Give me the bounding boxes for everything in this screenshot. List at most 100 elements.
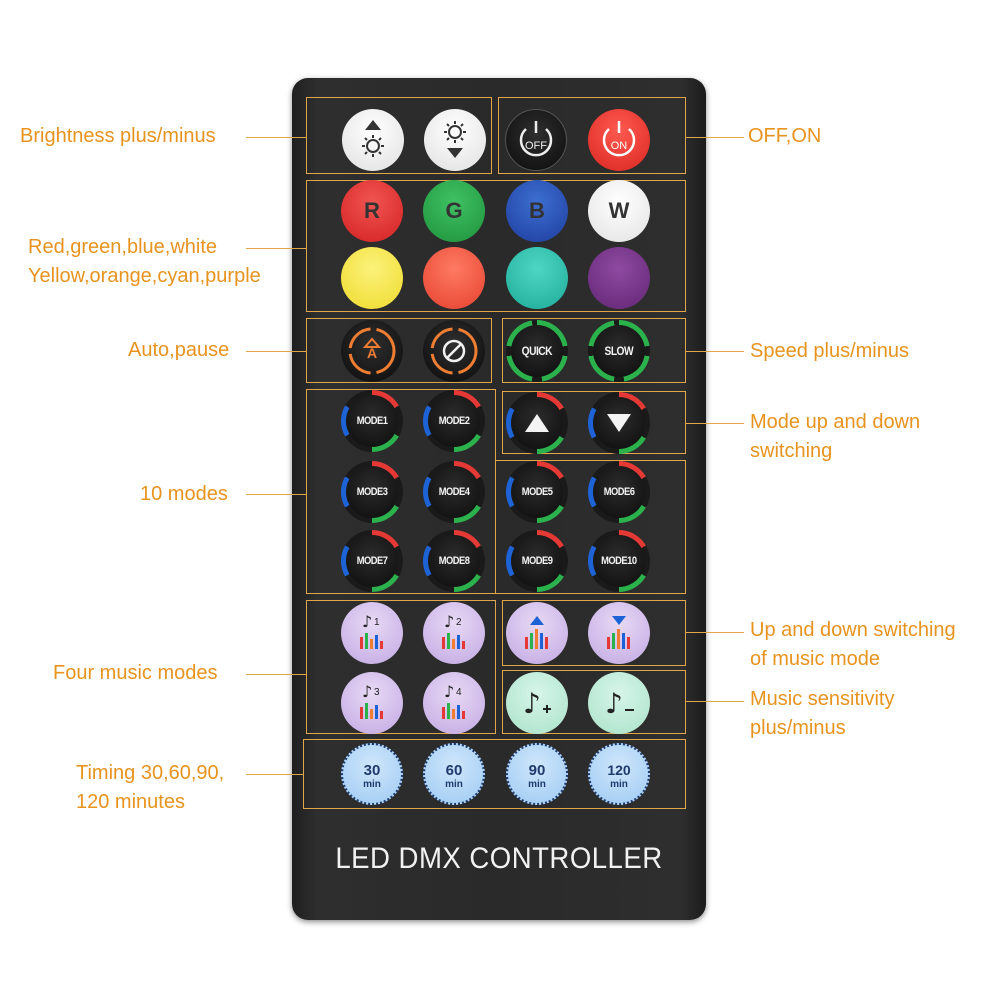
green-button[interactable]: G (423, 180, 485, 242)
music-mode1-button[interactable]: ♪ 1 (341, 602, 403, 664)
music-note-plus-icon: ♪ (523, 687, 551, 720)
brightness-down-icon (444, 121, 466, 158)
music-mode-down-button[interactable] (588, 602, 650, 664)
music-modes-group-box (306, 600, 496, 734)
timing-group-box (303, 739, 686, 809)
white-button[interactable]: W (588, 180, 650, 242)
quick-button[interactable]: QUICK (506, 320, 568, 382)
music-note-minus-icon: ♪ (605, 687, 634, 720)
timer-120-value: 120 (607, 762, 631, 778)
label-speed: Speed plus/minus (750, 340, 909, 362)
auto-pause-group-box (306, 318, 492, 383)
mode-down-button[interactable] (588, 392, 650, 454)
music-mode3-number: 3 (374, 687, 380, 698)
mode7-button[interactable]: MODE7 (341, 530, 403, 592)
blue-button[interactable]: B (506, 180, 568, 242)
mode9-text: MODE9 (521, 555, 553, 567)
music-note-equalizer-icon: ♪ 4 (442, 682, 465, 719)
purple-button[interactable] (588, 247, 650, 309)
music-mode3-button[interactable]: ♪ 3 (341, 672, 403, 734)
triangle-up-icon (525, 414, 549, 432)
leader-off-on (686, 137, 744, 138)
leader-auto-pause (246, 351, 306, 352)
music-mode4-button[interactable]: ♪ 4 (423, 672, 485, 734)
off-text: OFF (525, 140, 547, 152)
mode6-text: MODE6 (603, 486, 635, 498)
timer-30-button[interactable]: 30 min (341, 743, 403, 805)
mode-up-button[interactable] (506, 392, 568, 454)
mode1-text: MODE1 (356, 415, 388, 427)
svg-text:♪: ♪ (362, 612, 372, 631)
mode10-text: MODE10 (601, 555, 637, 567)
on-button[interactable]: ON (588, 109, 650, 171)
timer-icon: 60 min (445, 762, 463, 790)
sensitivity-minus-button[interactable]: ♪ (588, 672, 650, 734)
brightness-up-icon (362, 120, 384, 157)
music-sensitivity-group-box (502, 670, 686, 734)
power-group-box (498, 97, 686, 174)
mode5-text: MODE5 (521, 486, 553, 498)
mode2-button[interactable]: MODE2 (423, 390, 485, 452)
modes-right-box (496, 460, 686, 594)
leader-brightness (246, 137, 306, 138)
mode2-text: MODE2 (438, 415, 470, 427)
music-mode2-button[interactable]: ♪ 2 (423, 602, 485, 664)
off-button[interactable]: OFF (505, 109, 567, 171)
svg-text:♪: ♪ (523, 687, 541, 720)
timer-30-unit: min (363, 779, 381, 790)
auto-button[interactable]: A (341, 320, 403, 382)
mode4-button[interactable]: MODE4 (423, 461, 485, 523)
label-off-on: OFF,ON (748, 125, 822, 147)
music-note-equalizer-icon: ♪ 2 (442, 612, 465, 649)
mode5-button[interactable]: MODE5 (506, 461, 568, 523)
slow-button[interactable]: SLOW (588, 320, 650, 382)
green-text: G (445, 198, 463, 223)
leader-ten-modes (246, 494, 306, 495)
pause-button[interactable] (423, 320, 485, 382)
svg-text:♪: ♪ (444, 612, 454, 631)
quick-text: QUICK (521, 344, 553, 358)
brightness-up-button[interactable] (342, 109, 404, 171)
leader-speed (686, 351, 744, 352)
orange-button[interactable] (423, 247, 485, 309)
timer-30-value: 30 (364, 762, 381, 779)
power-on-icon: ON (602, 121, 636, 157)
timer-120-button[interactable]: 120 min (588, 743, 650, 805)
music-note-equalizer-icon: ♪ 1 (360, 612, 383, 649)
red-button[interactable]: R (341, 180, 403, 242)
timer-90-button[interactable]: 90 min (506, 743, 568, 805)
pause-icon (430, 327, 478, 375)
svg-text:♪: ♪ (362, 682, 372, 701)
timer-icon: 90 min (528, 762, 546, 790)
cyan-button[interactable] (506, 247, 568, 309)
mode6-button[interactable]: MODE6 (588, 461, 650, 523)
timer-60-button[interactable]: 60 min (423, 743, 485, 805)
mode8-text: MODE8 (438, 555, 470, 567)
mode4-text: MODE4 (438, 486, 470, 498)
brightness-down-button[interactable] (424, 109, 486, 171)
music-mode2-number: 2 (456, 617, 462, 628)
mode3-button[interactable]: MODE3 (341, 461, 403, 523)
mode1-button[interactable]: MODE1 (341, 390, 403, 452)
triangle-down-icon (607, 414, 631, 432)
mode10-button[interactable]: MODE10 (588, 530, 650, 592)
mode7-text: MODE7 (356, 555, 388, 567)
modes-group-box (306, 389, 496, 594)
slow-text: SLOW (604, 344, 634, 358)
brand-label: LED DMX CONTROLLER (335, 842, 663, 875)
svg-text:♪: ♪ (605, 687, 623, 720)
sensitivity-plus-button[interactable]: ♪ (506, 672, 568, 734)
mode8-button[interactable]: MODE8 (423, 530, 485, 592)
mode-arrows-group-box (502, 391, 686, 454)
music-mode-up-button[interactable] (506, 602, 568, 664)
white-text: W (608, 198, 630, 223)
red-text: R (364, 198, 380, 223)
equalizer-up-icon (525, 616, 548, 649)
mode9-button[interactable]: MODE9 (506, 530, 568, 592)
label-timing: Timing 30,60,90,120 minutes (76, 762, 225, 813)
equalizer-down-icon (607, 616, 630, 649)
yellow-button[interactable] (341, 247, 403, 309)
